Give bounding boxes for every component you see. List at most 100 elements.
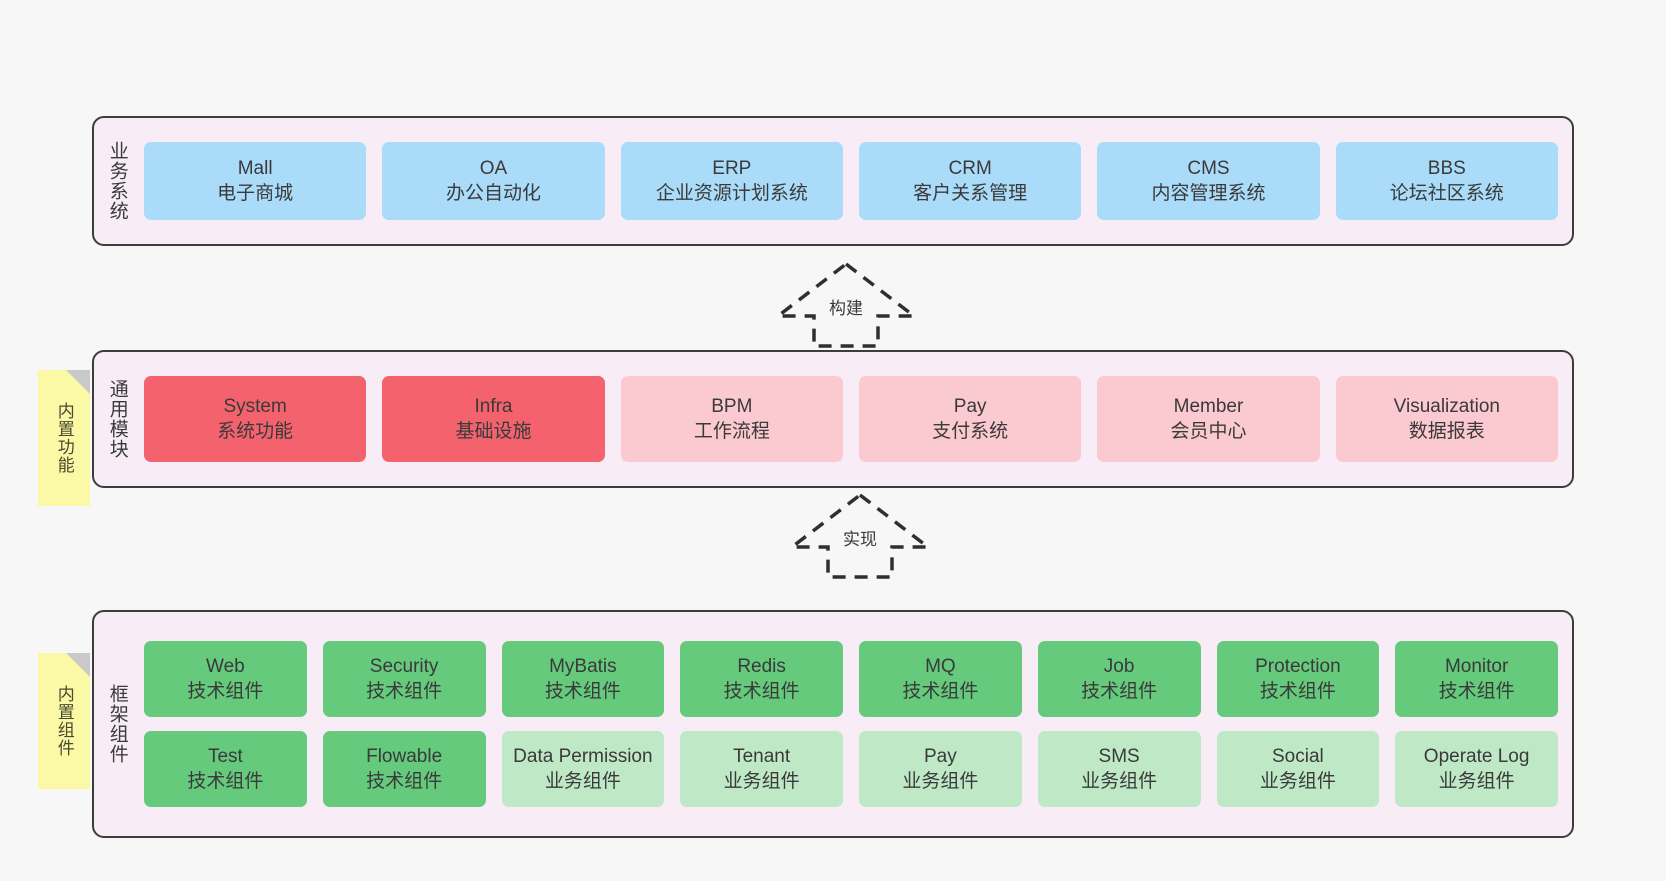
node-title: Social <box>1272 745 1324 767</box>
node-subtitle: 客户关系管理 <box>913 183 1028 204</box>
node-title: Visualization <box>1393 395 1500 417</box>
node-subtitle: 基础设施 <box>455 421 532 442</box>
node-bbs[interactable]: BBS 论坛社区系统 <box>1335 142 1558 220</box>
node-subtitle: 电子商城 <box>217 183 294 204</box>
layer-title-business-systems: 业务系统 <box>106 141 128 221</box>
node-subtitle: 内容管理系统 <box>1151 183 1266 204</box>
node-subtitle: 会员中心 <box>1170 421 1247 442</box>
node-row: Test 技术组件 Flowable 技术组件 Data Permission … <box>144 731 1558 807</box>
node-title: Redis <box>737 655 786 677</box>
node-data-permission[interactable]: Data Permission 业务组件 <box>501 731 665 807</box>
node-web[interactable]: Web 技术组件 <box>144 641 307 717</box>
node-subtitle: 业务组件 <box>723 771 800 792</box>
node-title: SMS <box>1098 745 1140 767</box>
node-security[interactable]: Security 技术组件 <box>322 641 486 717</box>
arrow-label: 实现 <box>841 525 879 550</box>
node-monitor[interactable]: Monitor 技术组件 <box>1395 641 1558 717</box>
node-subtitle: 业务组件 <box>1081 771 1158 792</box>
node-title: ERP <box>712 157 752 179</box>
node-subtitle: 企业资源计划系统 <box>655 183 808 204</box>
node-row: System 系统功能 Infra 基础设施 BPM 工作流程 Pay 支付系统… <box>144 376 1558 462</box>
node-title: MyBatis <box>549 655 617 677</box>
node-subtitle: 技术组件 <box>1081 681 1158 702</box>
node-pay-component[interactable]: Pay 业务组件 <box>859 731 1022 807</box>
generalization-arrow-implement: 实现 <box>780 489 940 581</box>
node-erp[interactable]: ERP 企业资源计划系统 <box>620 142 843 220</box>
layer-body-framework-components: Web 技术组件 Security 技术组件 MyBatis 技术组件 Redi… <box>140 612 1572 836</box>
node-tenant[interactable]: Tenant 业务组件 <box>680 731 843 807</box>
node-subtitle: 技术组件 <box>723 681 800 702</box>
sticky-tag-label: 内置组件 <box>54 685 74 757</box>
node-subtitle: 业务组件 <box>1438 771 1515 792</box>
node-title: Web <box>206 655 245 677</box>
node-subtitle: 技术组件 <box>366 771 443 792</box>
node-redis[interactable]: Redis 技术组件 <box>680 641 843 717</box>
node-title: Monitor <box>1444 655 1509 677</box>
node-job[interactable]: Job 技术组件 <box>1037 641 1201 717</box>
layer-business-systems: 业务系统 Mall 电子商城 OA 办公自动化 ERP 企业资源计划系统 CRM… <box>92 116 1574 246</box>
node-title: Tenant <box>733 745 791 767</box>
node-title: CRM <box>948 157 992 179</box>
node-title: Test <box>207 745 243 767</box>
node-title: Operate Log <box>1423 745 1530 767</box>
node-subtitle: 业务组件 <box>544 771 621 792</box>
node-subtitle: 业务组件 <box>902 771 979 792</box>
node-subtitle: 论坛社区系统 <box>1389 183 1504 204</box>
node-sms[interactable]: SMS 业务组件 <box>1037 731 1201 807</box>
node-mall[interactable]: Mall 电子商城 <box>144 142 367 220</box>
node-subtitle: 技术组件 <box>544 681 621 702</box>
folded-corner-icon <box>66 370 90 394</box>
layer-body-common-modules: System 系统功能 Infra 基础设施 BPM 工作流程 Pay 支付系统… <box>140 352 1572 486</box>
generalization-arrow-build: 构建 <box>766 258 926 350</box>
node-title: Member <box>1173 395 1244 417</box>
node-subtitle: 支付系统 <box>932 421 1009 442</box>
node-title: Data Permission <box>513 745 653 767</box>
node-title: Pay <box>924 745 957 767</box>
node-visualization[interactable]: Visualization 数据报表 <box>1335 376 1558 462</box>
node-pay-module[interactable]: Pay 支付系统 <box>858 376 1082 462</box>
layer-title-common-modules: 通用模块 <box>106 379 128 459</box>
node-member[interactable]: Member 会员中心 <box>1097 376 1320 462</box>
node-social[interactable]: Social 业务组件 <box>1216 731 1380 807</box>
node-bpm[interactable]: BPM 工作流程 <box>620 376 843 462</box>
node-subtitle: 技术组件 <box>902 681 979 702</box>
node-subtitle: 技术组件 <box>187 771 264 792</box>
node-title: Flowable <box>366 745 443 767</box>
node-protection[interactable]: Protection 技术组件 <box>1216 641 1380 717</box>
node-crm[interactable]: CRM 客户关系管理 <box>858 142 1082 220</box>
node-title: BPM <box>711 395 753 417</box>
node-mybatis[interactable]: MyBatis 技术组件 <box>501 641 665 717</box>
node-system[interactable]: System 系统功能 <box>144 376 367 462</box>
arrow-shape-icon <box>786 492 934 579</box>
node-test[interactable]: Test 技术组件 <box>144 731 307 807</box>
node-title: OA <box>479 157 508 179</box>
node-subtitle: 业务组件 <box>1259 771 1336 792</box>
layer-framework-components: 框架组件 Web 技术组件 Security 技术组件 MyBatis 技术组件… <box>92 610 1574 838</box>
sticky-tag-builtin-components: 内置组件 <box>38 653 90 789</box>
node-row: Mall 电子商城 OA 办公自动化 ERP 企业资源计划系统 CRM 客户关系… <box>144 142 1558 220</box>
node-cms[interactable]: CMS 内容管理系统 <box>1097 142 1320 220</box>
node-title: Protection <box>1255 655 1341 677</box>
node-subtitle: 技术组件 <box>1259 681 1336 702</box>
folded-corner-icon <box>66 653 90 677</box>
node-subtitle: 数据报表 <box>1408 421 1485 442</box>
node-mq[interactable]: MQ 技术组件 <box>859 641 1022 717</box>
node-title: Job <box>1103 655 1135 677</box>
node-operate-log[interactable]: Operate Log 业务组件 <box>1395 731 1558 807</box>
layer-body-business-systems: Mall 电子商城 OA 办公自动化 ERP 企业资源计划系统 CRM 客户关系… <box>140 118 1572 244</box>
node-title: Mall <box>237 157 273 179</box>
node-oa[interactable]: OA 办公自动化 <box>382 142 605 220</box>
node-subtitle: 技术组件 <box>366 681 443 702</box>
node-title: Security <box>369 655 439 677</box>
node-title: BBS <box>1427 157 1466 179</box>
layer-title-framework-components: 框架组件 <box>106 684 128 764</box>
node-infra[interactable]: Infra 基础设施 <box>382 376 605 462</box>
layer-common-modules: 通用模块 System 系统功能 Infra 基础设施 BPM 工作流程 Pay… <box>92 350 1574 488</box>
node-subtitle: 办公自动化 <box>445 183 541 204</box>
arrow-label: 构建 <box>827 294 865 319</box>
node-flowable[interactable]: Flowable 技术组件 <box>322 731 486 807</box>
arrow-shape-icon <box>772 261 920 348</box>
node-title: System <box>223 395 287 417</box>
node-subtitle: 工作流程 <box>693 421 770 442</box>
